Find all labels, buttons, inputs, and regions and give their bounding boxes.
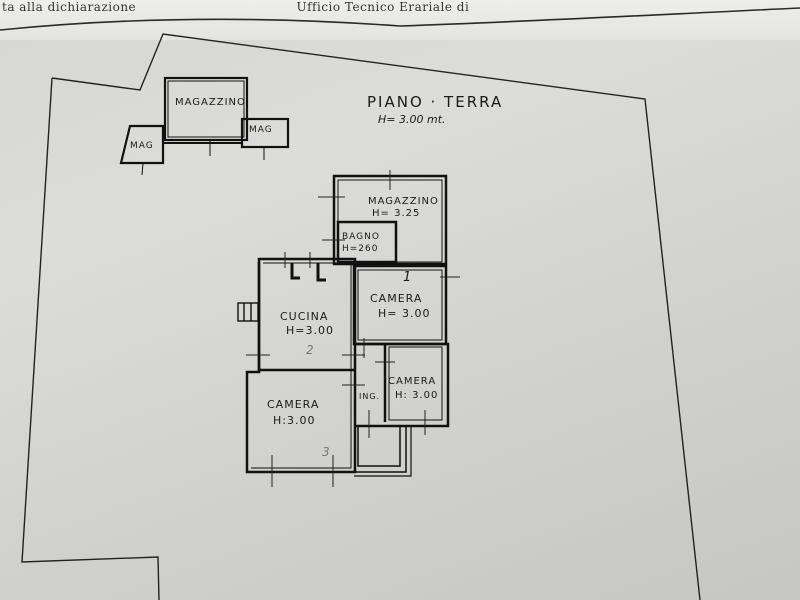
room-label-cucina: CUCINA bbox=[280, 310, 329, 323]
house-walls bbox=[245, 174, 450, 477]
room-number-3: 3 bbox=[322, 445, 331, 459]
room-height-bagno: H=260 bbox=[342, 244, 379, 254]
room-label-camera-2: CAMERA bbox=[267, 398, 320, 411]
document-header-text: ta alla dichiarazione Ufficio Tecnico Er… bbox=[2, 0, 475, 14]
room-height-camera-3: H: 3.00 bbox=[395, 390, 439, 401]
lot-boundary bbox=[51, 33, 701, 600]
stairs bbox=[237, 302, 259, 322]
room-label-mag-left: MAG bbox=[130, 141, 154, 151]
room-height-magazzino-main: H= 3.25 bbox=[372, 208, 421, 219]
room-height-cucina: H=3.00 bbox=[286, 324, 334, 337]
outbuilding bbox=[119, 76, 290, 176]
room-number-2: 2 bbox=[306, 343, 315, 357]
room-number-1: 1 bbox=[403, 270, 413, 285]
room-label-mag-right: MAG bbox=[249, 125, 273, 135]
room-label-ingresso: ING. bbox=[359, 392, 381, 401]
header-fragment: Ufficio Tecnico Erariale di bbox=[296, 0, 470, 14]
room-height-camera-2: H:3.00 bbox=[273, 414, 316, 427]
room-label-magazzino-outbuilding: MAGAZZINO bbox=[175, 97, 246, 108]
room-height-camera-1: H= 3.00 bbox=[378, 307, 431, 320]
dimension-ticks bbox=[246, 170, 460, 487]
room-label-magazzino-main: MAGAZZINO bbox=[368, 196, 439, 207]
room-label-camera-1: CAMERA bbox=[370, 292, 423, 305]
header-fragment: ta alla dichiarazione bbox=[2, 0, 137, 14]
paper-top-fold bbox=[0, 0, 800, 40]
room-label-bagno: BAGNO bbox=[342, 232, 380, 242]
plan-title: PIANO · TERRA bbox=[367, 93, 504, 111]
room-label-camera-3: CAMERA bbox=[388, 376, 437, 387]
plan-height-note: H= 3.00 mt. bbox=[378, 113, 446, 126]
